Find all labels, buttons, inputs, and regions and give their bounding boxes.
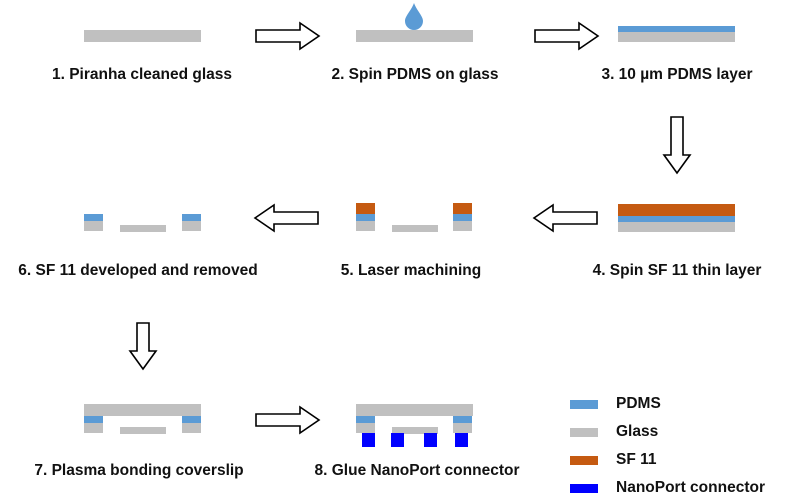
glass-block-left <box>84 423 103 433</box>
legend-label-sf11: SF 11 <box>616 451 657 468</box>
step-7-label: 7. Plasma bonding coverslip <box>34 462 244 479</box>
glass-block-right <box>453 423 472 433</box>
sf11-layer <box>618 204 735 216</box>
pdms-block-right <box>453 416 472 423</box>
glass-slide <box>356 30 473 42</box>
pdms-layer <box>618 216 735 222</box>
glass-block-right <box>453 221 472 231</box>
arrow-right-icon <box>255 21 321 51</box>
step-3-illustration <box>618 26 735 42</box>
arrow-down-icon <box>662 116 692 175</box>
arrow-left-icon <box>253 203 319 233</box>
legend-label-pdms: PDMS <box>616 395 661 412</box>
sf11-block-left <box>356 203 375 214</box>
step-6-label: 6. SF 11 developed and removed <box>18 262 258 279</box>
step-8-label: 8. Glue NanoPort connector <box>314 462 520 479</box>
nanoport-connector-3 <box>424 433 437 447</box>
glass-slide <box>618 32 735 42</box>
pdms-block-left <box>356 416 375 423</box>
glass-center-piece <box>392 225 438 232</box>
glass-coverslip <box>84 404 201 416</box>
arrow-left-icon <box>532 203 598 233</box>
legend-swatch-sf11 <box>570 456 598 465</box>
arrow-right-icon <box>255 405 321 435</box>
pdms-block-left <box>356 214 375 221</box>
legend-label-nanoport: NanoPort connector <box>616 479 765 496</box>
glass-block-left <box>84 221 103 231</box>
glass-center-piece <box>392 427 438 434</box>
step-5-illustration <box>356 203 472 232</box>
glass-block-left <box>356 221 375 231</box>
step-1-label: 1. Piranha cleaned glass <box>51 66 233 83</box>
legend-swatch-pdms <box>570 400 598 409</box>
step-2-illustration <box>356 3 473 42</box>
legend-swatch-nanoport <box>570 484 598 493</box>
step-4-label: 4. Spin SF 11 thin layer <box>592 262 762 279</box>
step-2-label: 2. Spin PDMS on glass <box>331 66 499 83</box>
sf11-block-right <box>453 203 472 214</box>
nanoport-connector-1 <box>362 433 375 447</box>
step-6-illustration <box>84 214 201 232</box>
legend-swatch-glass <box>570 428 598 437</box>
step-1-illustration <box>84 30 201 42</box>
pdms-layer <box>618 26 735 32</box>
glass-center-piece <box>120 427 166 434</box>
nanoport-connector-2 <box>391 433 404 447</box>
glass-slide <box>84 30 201 42</box>
step-5-label: 5. Laser machining <box>340 262 482 279</box>
glass-center-piece <box>120 225 166 232</box>
glass-block-right <box>182 221 201 231</box>
glass-block-right <box>182 423 201 433</box>
pdms-block-right <box>182 214 201 221</box>
step-4-illustration <box>618 204 735 232</box>
step-8-illustration <box>356 404 473 447</box>
pdms-block-right <box>182 416 201 423</box>
pdms-block-right <box>453 214 472 221</box>
step-7-illustration <box>84 404 201 434</box>
glass-slide <box>618 222 735 232</box>
step-3-label: 3. 10 µm PDMS layer <box>601 66 753 83</box>
glass-coverslip <box>356 404 473 416</box>
glass-block-left <box>356 423 375 433</box>
legend-label-glass: Glass <box>616 423 659 440</box>
pdms-droplet-icon <box>405 3 423 30</box>
nanoport-connector-4 <box>455 433 468 447</box>
arrow-down-icon <box>128 322 158 371</box>
pdms-block-left <box>84 416 103 423</box>
arrow-right-icon <box>534 21 600 51</box>
pdms-block-left <box>84 214 103 221</box>
